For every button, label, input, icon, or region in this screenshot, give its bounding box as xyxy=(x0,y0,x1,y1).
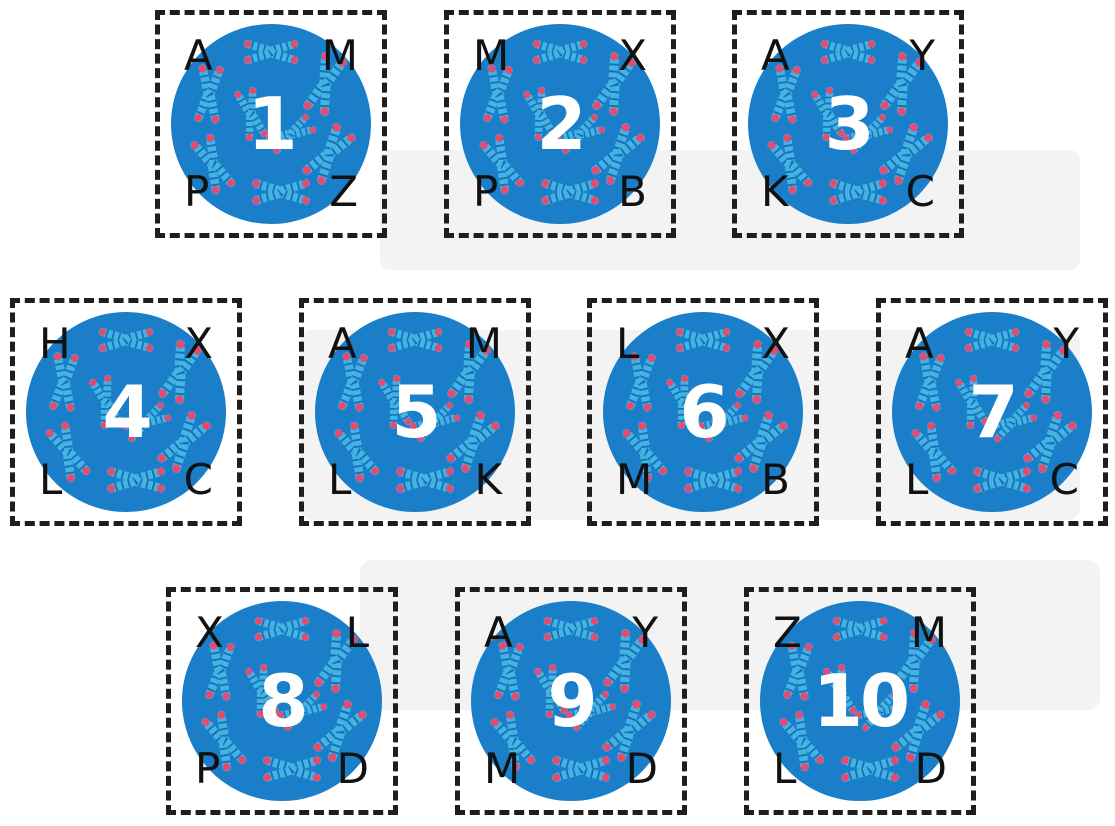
letter-top-right: X xyxy=(618,35,647,77)
letter-top-left: H xyxy=(39,323,71,365)
letter-bottom-right: D xyxy=(915,748,947,790)
letter-bottom-left: L xyxy=(905,459,928,501)
letter-top-left: M xyxy=(473,35,509,77)
card-2: 2 M X P B xyxy=(444,10,676,238)
letter-bottom-right: C xyxy=(1050,459,1079,501)
letter-top-left: A xyxy=(484,612,513,654)
letter-bottom-left: K xyxy=(761,171,789,213)
letter-top-left: L xyxy=(616,323,639,365)
letter-bottom-left: P xyxy=(184,171,209,213)
card-6: 6 L X M B xyxy=(587,298,819,526)
card-5: 5 A M L K xyxy=(299,298,531,526)
letter-top-left: A xyxy=(328,323,357,365)
letter-top-left: A xyxy=(184,35,213,77)
letter-bottom-right: D xyxy=(626,748,658,790)
card-1: 1 A M P Z xyxy=(155,10,387,238)
card-8: 8 X L P D xyxy=(166,587,398,815)
letter-bottom-right: C xyxy=(184,459,213,501)
letter-top-right: M xyxy=(466,323,502,365)
letter-top-left: Z xyxy=(773,612,802,654)
letter-top-right: M xyxy=(911,612,947,654)
card-7: 7 A Y L C xyxy=(876,298,1108,526)
card-4: 4 H X L C xyxy=(10,298,242,526)
letter-top-right: Y xyxy=(909,35,935,77)
letter-top-left: A xyxy=(761,35,790,77)
card-10: 10 Z M L D xyxy=(744,587,976,815)
letter-bottom-right: B xyxy=(761,459,790,501)
letter-bottom-right: B xyxy=(618,171,647,213)
letter-bottom-left: L xyxy=(773,748,796,790)
letter-top-right: Y xyxy=(632,612,658,654)
letter-top-right: X xyxy=(761,323,790,365)
card-9: 9 A Y M D xyxy=(455,587,687,815)
letter-bottom-left: P xyxy=(473,171,498,213)
letter-top-left: X xyxy=(195,612,224,654)
letter-bottom-right: Z xyxy=(329,171,358,213)
letter-bottom-left: L xyxy=(328,459,351,501)
letter-bottom-left: P xyxy=(195,748,220,790)
letter-bottom-left: M xyxy=(616,459,652,501)
letter-top-right: L xyxy=(346,612,369,654)
letter-bottom-right: C xyxy=(906,171,935,213)
letter-bottom-left: M xyxy=(484,748,520,790)
card-3: 3 A Y K C xyxy=(732,10,964,238)
letter-top-right: Y xyxy=(1053,323,1079,365)
letter-top-right: X xyxy=(184,323,213,365)
letter-top-left: A xyxy=(905,323,934,365)
letter-top-right: M xyxy=(322,35,358,77)
letter-bottom-right: D xyxy=(337,748,369,790)
letter-bottom-right: K xyxy=(474,459,502,501)
letter-bottom-left: L xyxy=(39,459,62,501)
